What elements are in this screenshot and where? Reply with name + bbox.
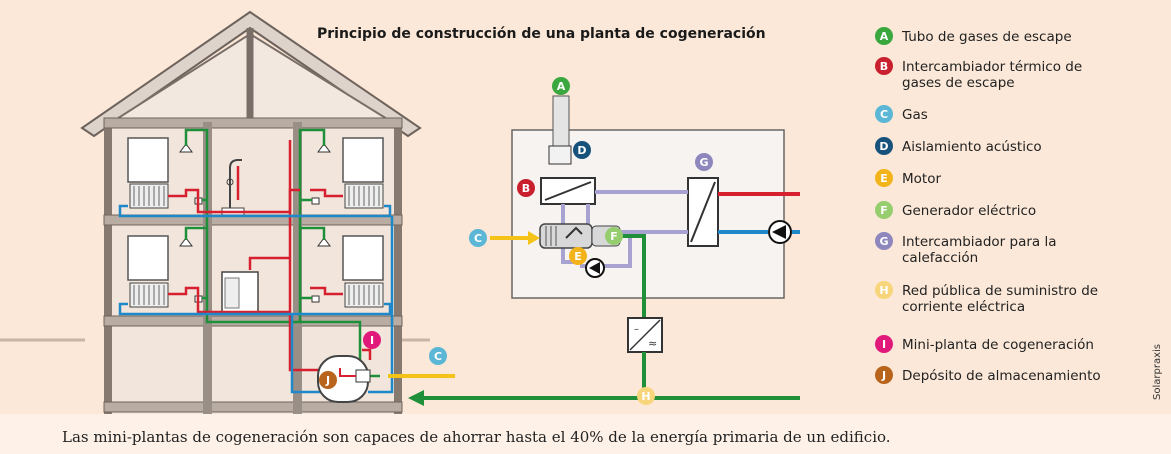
svg-text:E: E [574,250,582,263]
cabinet [342,235,384,281]
diagram-title: Principio de construcción de una planta … [317,26,766,42]
svg-text:G: G [699,156,708,169]
chp-unit [355,369,371,383]
diagram-badge-d: D [573,141,591,159]
svg-text:C: C [434,350,442,363]
legend-label-e: Motor [902,171,941,187]
legend-badge-h: H [875,281,893,299]
acoustic-insulation [548,145,572,165]
lamp [179,237,193,247]
svg-text:D: D [879,140,888,153]
legend-label-a: Tubo de gases de escape [901,29,1072,45]
svg-text:B: B [880,60,888,73]
legend-label-c: Gas [902,107,928,123]
legend-label-h: corriente eléctrica [902,299,1025,315]
lamp [179,143,193,153]
svg-text:I: I [370,334,374,347]
cabinet [127,235,169,281]
credit-text: Solarpraxis [1152,344,1163,400]
legend-badge-d: D [875,137,893,155]
legend-badge-f: F [875,201,893,219]
legend-badge-b: B [875,57,893,75]
lamp [317,143,331,153]
svg-text:A: A [557,80,566,93]
cabinet [342,137,384,183]
svg-text:–: – [634,324,639,335]
cabinet [127,137,169,183]
roof [80,10,422,138]
svg-text:I: I [882,338,886,351]
legend-label-h: Red pública de suministro de [902,283,1098,299]
chp-module: – ≈ [408,95,800,406]
diagram-badge-c: C [429,347,447,365]
legend-label-g: calefacción [902,250,978,266]
lamp [317,237,331,247]
legend-badge-j: J [875,366,893,384]
diagram-badges: A D B G C F E H I C J [319,77,713,405]
diagram-badge-b: B [517,179,535,197]
motor [539,223,593,249]
legend-label-d: Aislamiento acústico [902,139,1042,155]
diagram-badge-c: C [469,229,487,247]
diagram-badge-e: E [569,247,587,265]
svg-text:D: D [577,144,586,157]
legend-label-b: Intercambiador térmico de [902,59,1082,75]
diagram-badge-h: H [637,387,655,405]
svg-text:C: C [880,108,888,121]
exhaust-pipe [552,95,570,151]
svg-text:E: E [880,172,888,185]
legend-badge-c: C [875,105,893,123]
room-fixtures [127,137,384,313]
svg-text:A: A [880,30,889,43]
diagram-badge-f: F [605,227,623,245]
svg-text:F: F [610,230,618,243]
svg-text:H: H [879,284,888,297]
legend-label-j: Depósito de almacenamiento [902,368,1101,384]
diagram-badge-g: G [695,153,713,171]
legend-label-b: gases de escape [902,75,1015,91]
svg-text:J: J [325,374,330,387]
legend-label-g: Intercambiador para la [902,234,1056,250]
legend-label-f: Generador eléctrico [902,203,1036,219]
svg-text:G: G [879,235,888,248]
legend-badge-a: A [875,27,893,45]
legend-badge-g: G [875,232,893,250]
svg-text:F: F [880,204,888,217]
shower [229,159,242,210]
legend-label-i: Mini-planta de cogeneración [902,337,1094,353]
caption-text: Las mini-plantas de cogeneración son cap… [62,428,891,446]
caption-band [0,414,1171,454]
svg-text:≈: ≈ [648,337,657,350]
diagram-badge-a: A [552,77,570,95]
svg-text:B: B [522,182,530,195]
diagram-badge-i: I [363,331,381,349]
svg-text:C: C [474,232,482,245]
storage-tank [317,355,371,403]
svg-text:J: J [881,369,886,382]
legend-badge-e: E [875,169,893,187]
legend-badge-i: I [875,335,893,353]
diagram-badge-j: J [319,371,337,389]
svg-text:H: H [641,390,650,403]
